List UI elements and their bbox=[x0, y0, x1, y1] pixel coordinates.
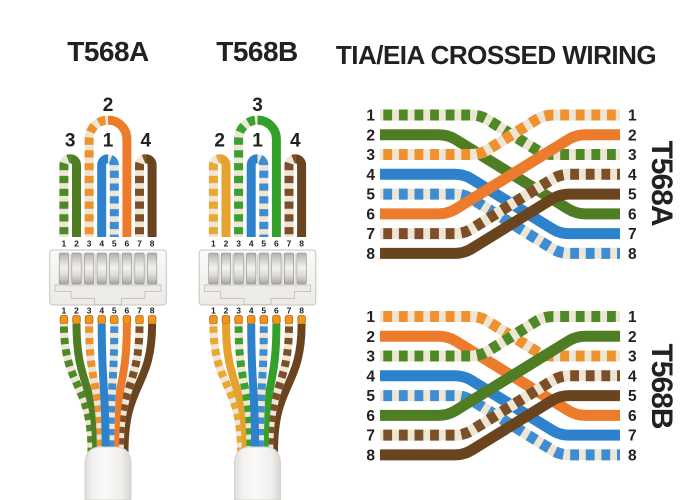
crossed-wiring-heading: TIA/EIA CROSSED WIRING bbox=[335, 40, 657, 70]
crossover-diagrams-layer: 1 1 2 2 3 3 4 4 5 5 6 6 7 7 8 8 1 1 2 2 3 3 4 4 5 5 6 6 7 7 8 8 bbox=[366, 108, 637, 465]
svg-text:3: 3 bbox=[236, 239, 241, 249]
svg-text:2: 2 bbox=[214, 131, 225, 152]
svg-text:7: 7 bbox=[137, 239, 142, 249]
svg-text:3: 3 bbox=[366, 349, 375, 366]
svg-text:2: 2 bbox=[74, 239, 79, 249]
svg-text:5: 5 bbox=[261, 306, 266, 316]
svg-text:7: 7 bbox=[137, 306, 142, 316]
svg-text:1: 1 bbox=[628, 309, 637, 326]
svg-text:6: 6 bbox=[628, 408, 637, 425]
svg-text:4: 4 bbox=[99, 239, 104, 249]
svg-text:8: 8 bbox=[366, 447, 375, 464]
svg-text:4: 4 bbox=[628, 167, 637, 184]
svg-text:6: 6 bbox=[274, 239, 279, 249]
svg-text:6: 6 bbox=[366, 408, 375, 425]
svg-text:1: 1 bbox=[103, 131, 114, 152]
svg-text:1: 1 bbox=[211, 239, 216, 249]
svg-text:4: 4 bbox=[628, 368, 637, 385]
svg-text:7: 7 bbox=[287, 306, 292, 316]
svg-text:2: 2 bbox=[224, 306, 229, 316]
crossover-t568b: 1 1 2 2 3 3 4 4 5 5 6 6 7 7 8 8 bbox=[366, 309, 637, 464]
svg-text:6: 6 bbox=[628, 206, 637, 223]
svg-text:2: 2 bbox=[224, 239, 229, 249]
svg-text:1: 1 bbox=[211, 306, 216, 316]
svg-text:3: 3 bbox=[65, 131, 76, 152]
svg-text:6: 6 bbox=[125, 306, 130, 316]
svg-text:3: 3 bbox=[87, 239, 92, 249]
svg-text:5: 5 bbox=[261, 239, 266, 249]
svg-text:3: 3 bbox=[628, 349, 637, 366]
svg-text:1: 1 bbox=[252, 131, 263, 152]
svg-text:3: 3 bbox=[366, 147, 375, 164]
svg-text:3: 3 bbox=[252, 95, 263, 116]
svg-text:7: 7 bbox=[628, 226, 637, 243]
svg-text:2: 2 bbox=[366, 127, 375, 144]
svg-text:1: 1 bbox=[62, 306, 67, 316]
svg-text:8: 8 bbox=[299, 306, 304, 316]
svg-text:8: 8 bbox=[628, 246, 637, 263]
svg-text:5: 5 bbox=[366, 388, 375, 405]
svg-text:1: 1 bbox=[628, 108, 637, 125]
svg-text:3: 3 bbox=[236, 306, 241, 316]
crossover-t568a: 1 1 2 2 3 3 4 4 5 5 6 6 7 7 8 8 bbox=[366, 108, 637, 263]
svg-text:2: 2 bbox=[74, 306, 79, 316]
t568a-heading: T568A bbox=[67, 36, 149, 67]
svg-text:2: 2 bbox=[628, 127, 637, 144]
svg-text:4: 4 bbox=[290, 131, 301, 152]
svg-text:8: 8 bbox=[366, 246, 375, 263]
svg-text:7: 7 bbox=[287, 239, 292, 249]
svg-text:6: 6 bbox=[366, 206, 375, 223]
svg-text:5: 5 bbox=[366, 187, 375, 204]
svg-text:8: 8 bbox=[150, 239, 155, 249]
svg-text:4: 4 bbox=[366, 368, 375, 385]
svg-text:6: 6 bbox=[125, 239, 130, 249]
svg-text:6: 6 bbox=[274, 306, 279, 316]
svg-text:1: 1 bbox=[366, 108, 375, 125]
svg-text:4: 4 bbox=[249, 306, 254, 316]
svg-text:4: 4 bbox=[249, 239, 254, 249]
svg-text:1: 1 bbox=[366, 309, 375, 326]
svg-text:5: 5 bbox=[112, 306, 117, 316]
svg-text:8: 8 bbox=[628, 447, 637, 464]
svg-text:1: 1 bbox=[62, 239, 67, 249]
svg-text:2: 2 bbox=[366, 329, 375, 346]
svg-text:4: 4 bbox=[99, 306, 104, 316]
t568b-heading: T568B bbox=[216, 36, 298, 67]
svg-text:4: 4 bbox=[141, 131, 152, 152]
svg-text:3: 3 bbox=[628, 147, 637, 164]
svg-text:5: 5 bbox=[628, 388, 637, 405]
svg-text:2: 2 bbox=[628, 329, 637, 346]
svg-text:8: 8 bbox=[299, 239, 304, 249]
svg-text:5: 5 bbox=[112, 239, 117, 249]
svg-text:3: 3 bbox=[87, 306, 92, 316]
svg-text:7: 7 bbox=[628, 428, 637, 445]
svg-text:4: 4 bbox=[366, 167, 375, 184]
svg-text:5: 5 bbox=[628, 187, 637, 204]
svg-text:2: 2 bbox=[103, 95, 114, 116]
svg-text:8: 8 bbox=[150, 306, 155, 316]
svg-text:7: 7 bbox=[366, 428, 375, 445]
svg-text:7: 7 bbox=[366, 226, 375, 243]
